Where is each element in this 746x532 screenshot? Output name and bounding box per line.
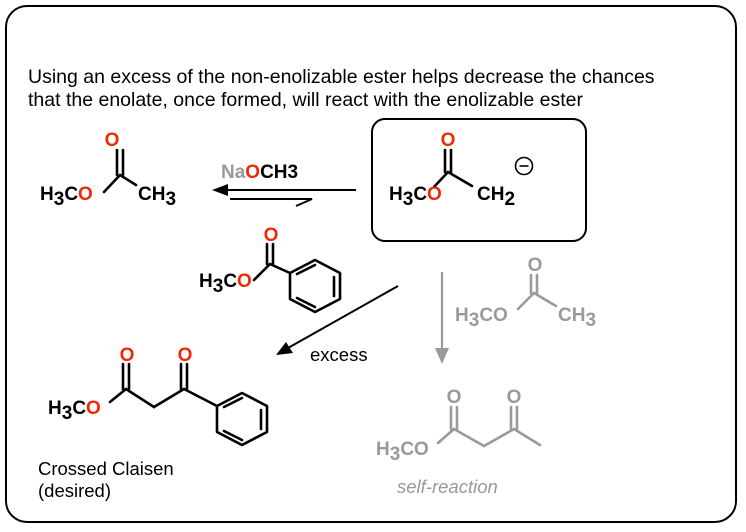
- ketone-carbonyl-oxygen: O: [178, 345, 193, 366]
- enolate-highlight-box: [371, 118, 587, 242]
- crossed-reaction-arrow: [276, 285, 399, 355]
- ester-carbonyl-oxygen: O: [120, 345, 135, 366]
- crossed-caption-line-1: Crossed Claisen: [38, 458, 174, 479]
- enolate-carbonyl-oxygen: O: [441, 130, 456, 151]
- gray-methoxy-label: H3CO: [455, 305, 508, 331]
- gray-ester-oxygen: O: [447, 387, 462, 408]
- methyl-acetate-gray: O H3CO CH3: [455, 255, 596, 331]
- crossed-claisen-product: O O H3CO: [48, 345, 269, 447]
- intro-line-1: Using an excess of the non-enolizable es…: [28, 66, 655, 88]
- crossed-caption-line-2: (desired): [38, 480, 111, 501]
- gray-ketone-oxygen: O: [507, 387, 522, 408]
- figure-frame: [5, 5, 737, 523]
- gray-methyl-label: CH3: [558, 305, 596, 331]
- carbanion-label: CH2: [477, 184, 515, 210]
- enolate: O H3CO CH2: [389, 130, 534, 210]
- methyl-acetate: O H3CO CH3: [40, 130, 176, 210]
- gray-product-methoxy-label: H3CO: [376, 439, 429, 465]
- methyl-label: CH3: [138, 184, 176, 210]
- enolate-methoxy-label: H3CO: [389, 184, 442, 210]
- negative-charge-icon: [514, 156, 534, 176]
- self-reaction-product: O O H3CO: [376, 387, 542, 465]
- benzoate-methoxy-label: H3CO: [199, 271, 252, 297]
- gray-carbonyl-oxygen: O: [528, 255, 543, 276]
- intro-text: Using an excess of the non-enolizable es…: [28, 66, 728, 112]
- product-methoxy-label: H3CO: [48, 398, 101, 424]
- benzoate-carbonyl-oxygen: O: [264, 225, 279, 246]
- self-reaction-arrow: [435, 272, 449, 364]
- excess-label: excess: [310, 344, 368, 365]
- methoxy-label: H3CO: [40, 184, 93, 210]
- carbonyl-oxygen: O: [105, 130, 120, 151]
- base-reagent: NaOCH3: [221, 162, 298, 183]
- equilibrium-arrows: [212, 184, 356, 207]
- self-reaction-caption: self-reaction: [397, 476, 498, 497]
- intro-line-2: that the enolate, once formed, will reac…: [28, 89, 583, 111]
- methyl-benzoate: O H3CO: [199, 225, 342, 314]
- crossed-claisen-caption: Crossed Claisen (desired): [38, 458, 174, 502]
